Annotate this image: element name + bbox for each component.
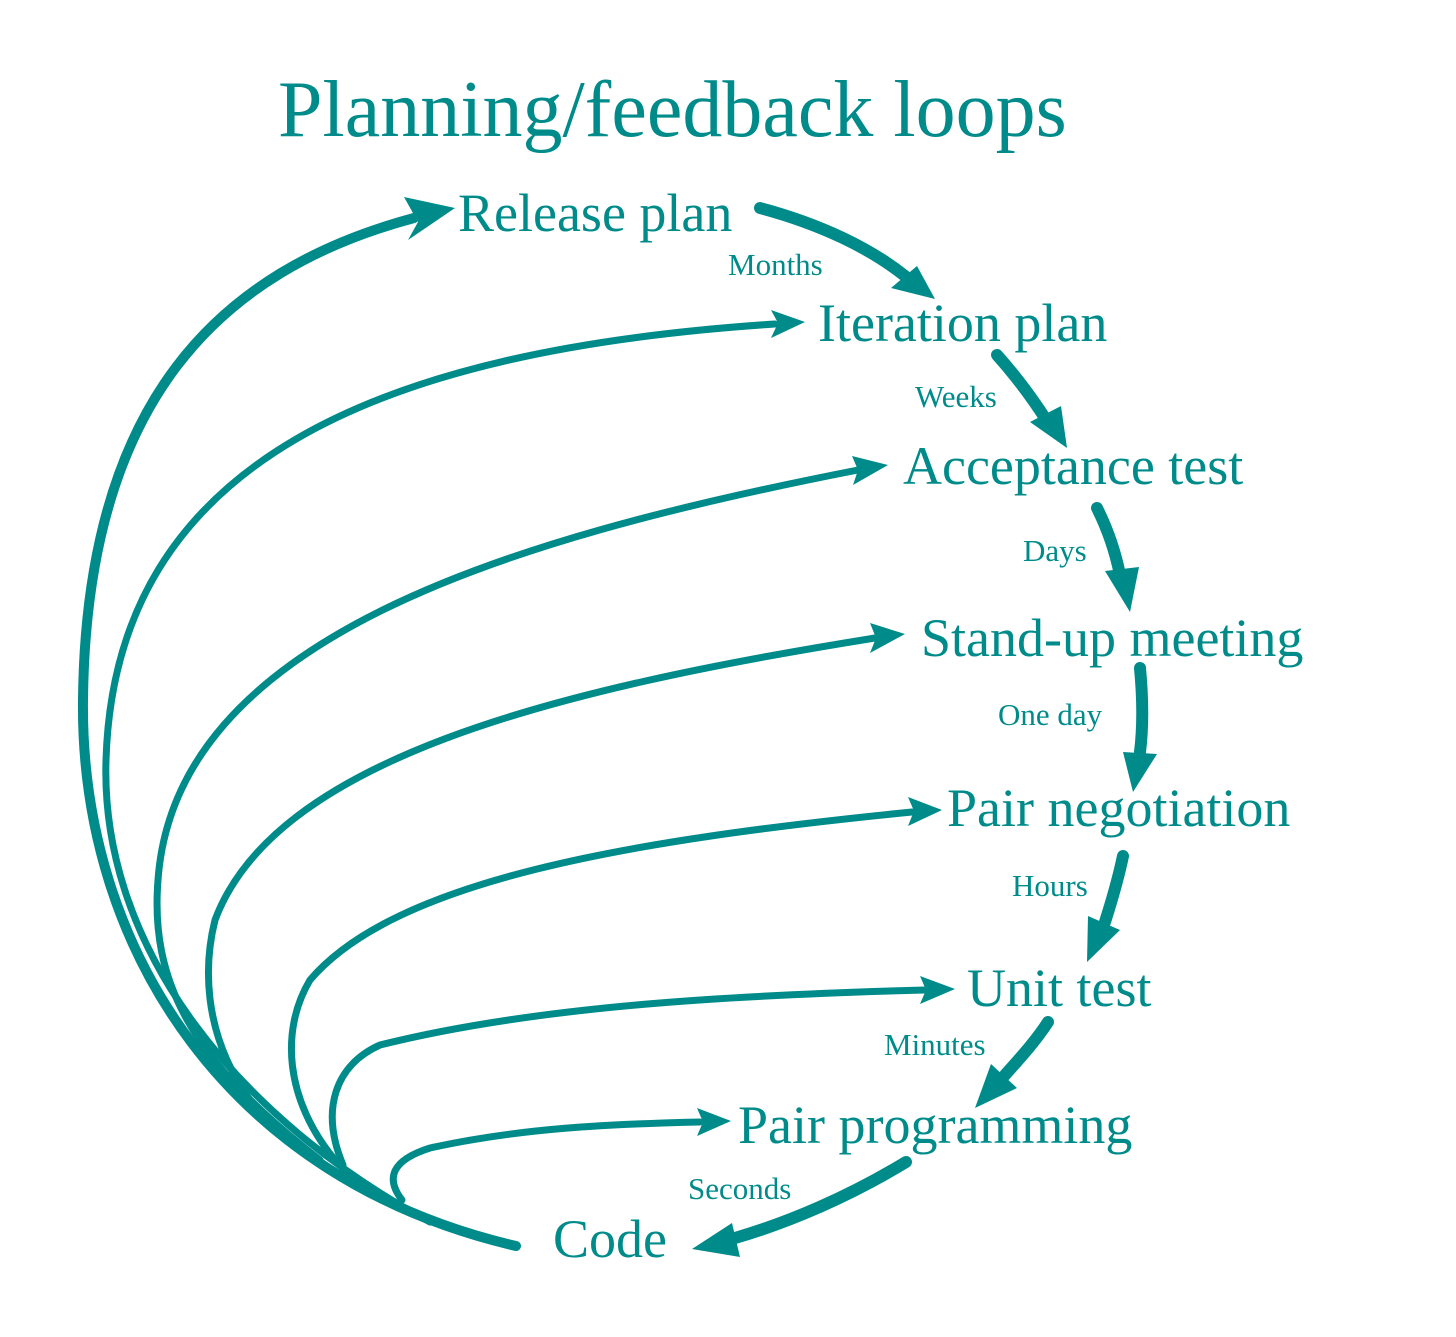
interval-months: Months <box>728 247 823 282</box>
step-labels: Release plan Iteration plan Acceptance t… <box>458 183 1303 1269</box>
flow-iteration-to-acceptance <box>991 349 1051 424</box>
arc-code-to-iteration-plan <box>102 320 779 1226</box>
flow-arrows <box>692 202 1157 1257</box>
arc-code-to-release-plan <box>77 213 521 1251</box>
step-release-plan: Release plan <box>458 183 732 243</box>
flow-acceptance-to-standup <box>1091 502 1126 581</box>
flow-unit-test-to-pair-programming-head <box>975 1064 1017 1108</box>
step-standup-meeting: Stand-up meeting <box>921 608 1303 668</box>
flow-release-to-iteration-head <box>891 266 935 299</box>
flow-standup-to-pair-negotiation <box>1134 662 1149 758</box>
feedback-arcs <box>77 197 955 1251</box>
interval-days: Days <box>1023 533 1087 568</box>
flow-pair-negotiation-to-unit-test-head <box>1087 916 1120 962</box>
step-iteration-plan: Iteration plan <box>818 293 1107 353</box>
flow-standup-to-pair-negotiation-head <box>1123 752 1157 792</box>
diagram-title: Planning/feedback loops <box>278 66 1067 154</box>
step-acceptance-test: Acceptance test <box>903 436 1243 496</box>
arc-code-to-pair-negotiation <box>287 808 916 1164</box>
arc-code-to-acceptance-test <box>153 466 862 1164</box>
interval-labels: Months Weeks Days One day Hours Minutes … <box>688 247 1103 1206</box>
step-unit-test: Unit test <box>967 958 1152 1018</box>
arrowhead-release-plan <box>404 197 455 240</box>
arrowhead-iteration-plan <box>771 310 805 338</box>
arrowhead-unit-test <box>920 976 955 1004</box>
step-pair-negotiation: Pair negotiation <box>947 778 1290 838</box>
step-pair-programming: Pair programming <box>738 1095 1132 1155</box>
interval-hours: Hours <box>1012 868 1088 903</box>
arc-code-to-standup-meeting <box>205 634 879 1104</box>
flow-iteration-to-acceptance-head <box>1030 406 1067 448</box>
flow-pair-negotiation-to-unit-test <box>1099 850 1129 928</box>
step-code: Code <box>553 1209 667 1269</box>
flow-unit-test-to-pair-programming <box>999 1016 1054 1081</box>
arrowhead-standup-meeting <box>870 623 905 653</box>
flow-pair-programming-to-code-head <box>692 1223 740 1257</box>
interval-minutes: Minutes <box>884 1027 986 1062</box>
interval-weeks: Weeks <box>915 379 997 414</box>
arc-code-to-pair-programming <box>389 1118 704 1204</box>
flow-pair-programming-to-code <box>729 1156 912 1244</box>
arc-code-to-unit-test <box>328 986 929 1169</box>
flow-acceptance-to-standup-head <box>1105 567 1139 612</box>
arrowhead-pair-programming <box>697 1108 731 1136</box>
arrowhead-pair-negotiation <box>908 797 942 826</box>
flow-release-to-iteration <box>754 202 911 282</box>
interval-one-day: One day <box>998 697 1103 732</box>
arrowhead-acceptance-test <box>852 456 888 485</box>
interval-seconds: Seconds <box>688 1171 791 1206</box>
